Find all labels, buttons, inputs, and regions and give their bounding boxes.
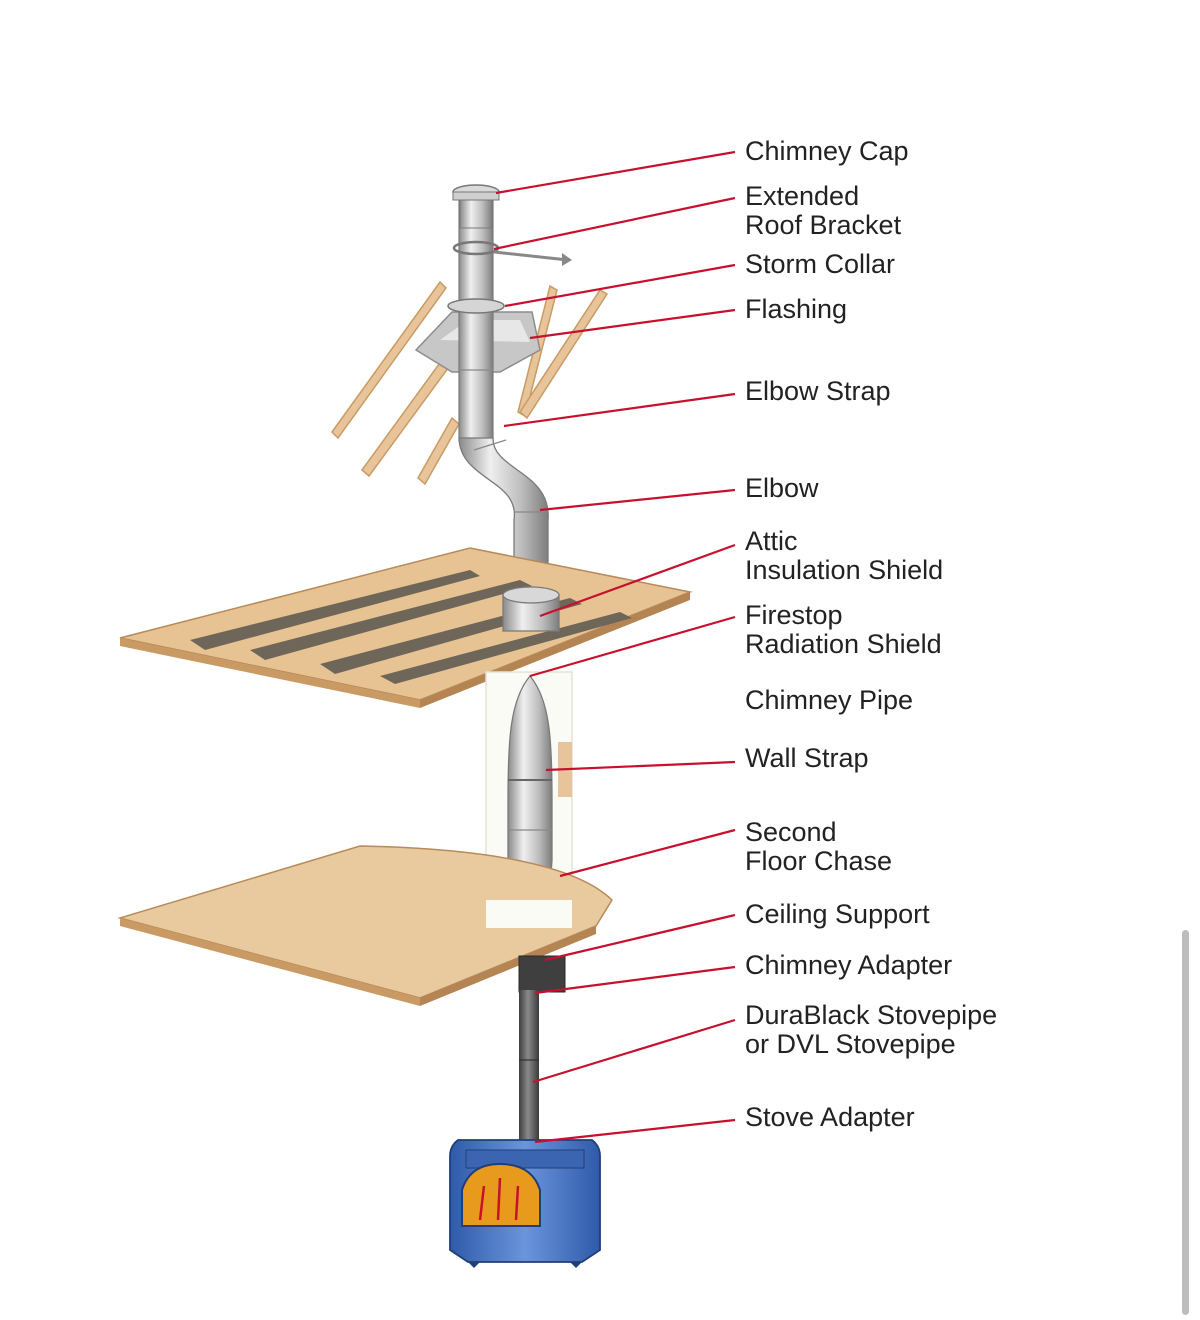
leader-chimney-cap — [495, 150, 736, 195]
label-elbow: Elbow — [745, 473, 819, 503]
label-elbow-strap: Elbow Strap — [745, 376, 891, 406]
label-flashing: Flashing — [745, 294, 847, 324]
label-stovepipe-line2: or DVL Stovepipe — [745, 1029, 956, 1059]
storm-collar-icon — [447, 298, 505, 314]
label-firestop-line2: Radiation Shield — [745, 629, 942, 659]
label-storm-collar: Storm Collar — [745, 249, 895, 279]
leader-ceiling-support — [544, 913, 736, 962]
leader-roof-bracket — [493, 196, 736, 251]
leader-chimney-adapter — [534, 965, 736, 995]
label-attic-insulation-shield-line1: Attic — [745, 526, 798, 556]
floor-slab-icon — [117, 845, 613, 1006]
label-second-floor-chase-line1: Second — [745, 817, 837, 847]
label-chimney-adapter: Chimney Adapter — [745, 950, 952, 980]
scrollbar[interactable] — [1182, 930, 1189, 1315]
leader-elbow — [539, 488, 736, 512]
attic-floor-icon — [119, 547, 693, 708]
labels: Chimney Cap Extended Roof Bracket Storm … — [745, 136, 997, 1132]
leader-stove-adapter — [534, 1118, 736, 1144]
leader-elbow-strap — [503, 392, 736, 428]
label-extended-roof-bracket-line2: Roof Bracket — [745, 210, 902, 240]
label-stove-adapter: Stove Adapter — [745, 1102, 915, 1132]
leader-stovepipe — [532, 1018, 736, 1084]
label-attic-insulation-shield-line2: Insulation Shield — [745, 555, 943, 585]
chimney-pipe-upper-icon — [458, 195, 494, 442]
label-stovepipe-line1: DuraBlack Stovepipe — [745, 1000, 997, 1030]
label-firestop-line1: Firestop — [745, 600, 843, 630]
label-ceiling-support: Ceiling Support — [745, 899, 930, 929]
leader-flashing — [529, 308, 736, 340]
label-chimney-cap: Chimney Cap — [745, 136, 909, 166]
attic-insulation-shield-icon — [502, 586, 560, 632]
wood-stove-icon — [449, 1139, 601, 1268]
leader-attic-insulation-shield — [539, 543, 736, 618]
leader-firestop — [529, 615, 736, 678]
label-wall-strap: Wall Strap — [745, 743, 869, 773]
leader-storm-collar — [504, 263, 736, 308]
leader-second-floor-chase — [559, 828, 736, 878]
chimney-cap-icon — [452, 184, 500, 229]
stovepipe-icon — [518, 955, 566, 1140]
label-chimney-pipe: Chimney Pipe — [745, 685, 913, 715]
label-extended-roof-bracket-line1: Extended — [745, 181, 859, 211]
label-second-floor-chase-line2: Floor Chase — [745, 846, 892, 876]
leader-lines — [493, 150, 736, 1144]
leader-wall-strap — [545, 760, 736, 772]
